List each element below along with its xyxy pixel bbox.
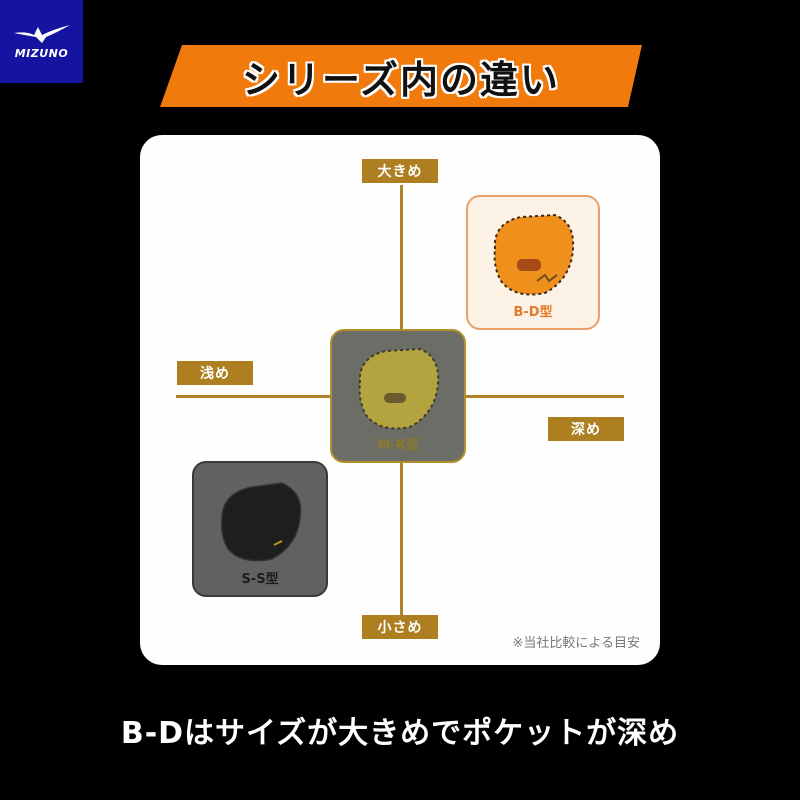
glove-card-mr: M-R型 <box>330 329 466 463</box>
glove-label-ss: S-S型 <box>241 572 279 587</box>
comparison-panel: 大きめ 浅め 深め 小さめ B-D型 M-R型 S-S型 ※当社比較による目安 <box>140 135 660 665</box>
glove-label-bd: B-D型 <box>513 305 553 320</box>
glove-card-ss: S-S型 <box>192 461 328 597</box>
comparison-note: ※当社比較による目安 <box>512 636 640 651</box>
axis-label-small: 小さめ <box>362 615 438 639</box>
glove-card-bd: B-D型 <box>466 195 600 330</box>
catcher-mitt-orange-icon <box>493 213 575 296</box>
logo-text: MIZUNO <box>14 47 69 60</box>
axis-label-large: 大きめ <box>362 159 438 183</box>
catcher-mitt-tan-icon <box>358 347 440 430</box>
page-title: シリーズ内の違い <box>241 57 561 102</box>
title-banner: シリーズ内の違い <box>160 45 642 107</box>
caption: B-Dはサイズが大きめでポケットが深め <box>120 716 680 751</box>
runbird-icon <box>13 25 70 43</box>
axis-label-shallow: 浅め <box>177 361 253 385</box>
glove-label-mr: M-R型 <box>377 438 419 453</box>
axis-label-deep: 深め <box>548 417 624 441</box>
catcher-mitt-black-icon <box>220 482 302 562</box>
mizuno-logo: MIZUNO <box>0 0 83 83</box>
